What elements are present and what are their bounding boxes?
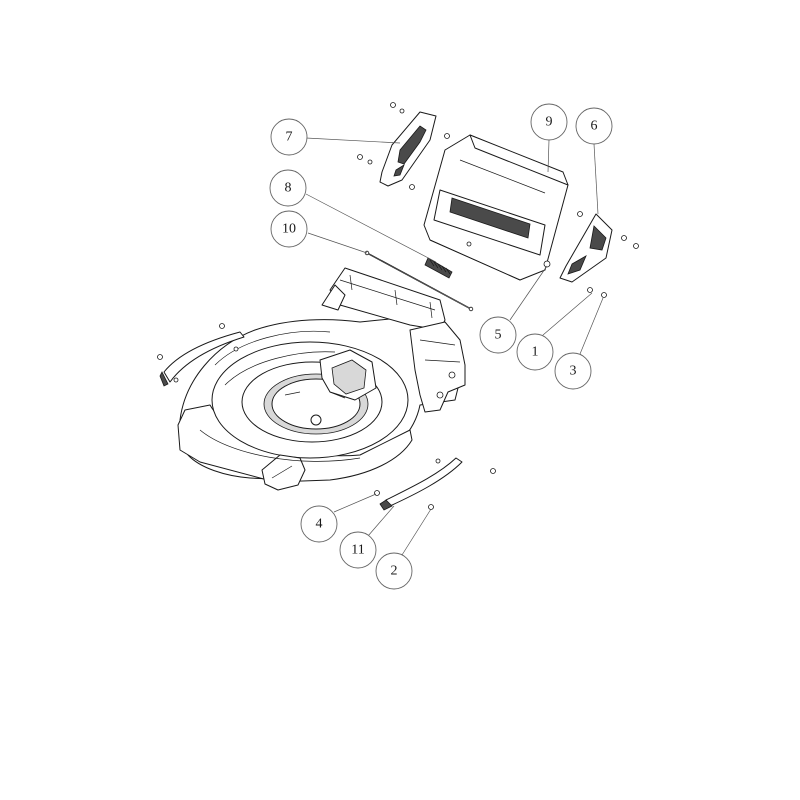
callout-3: 3	[554, 352, 592, 390]
callout-11-label: 11	[351, 543, 364, 558]
callout-6-label: 6	[591, 119, 598, 134]
callout-3-label: 3	[570, 364, 577, 379]
callout-9-label: 9	[546, 115, 553, 130]
callout-8-label: 8	[285, 181, 292, 196]
spring-and-rod	[364, 250, 474, 312]
spring	[424, 257, 453, 279]
callout-5-label: 5	[495, 328, 502, 343]
callout-2-label: 2	[391, 564, 398, 579]
callout-7: 7	[270, 118, 308, 156]
callout-4-label: 4	[316, 517, 323, 532]
callout-8: 8	[269, 169, 307, 207]
callout-5: 5	[479, 316, 517, 354]
leader-lines	[305, 137, 604, 556]
callout-7-label: 7	[286, 130, 293, 145]
right-runner	[374, 457, 496, 511]
callout-2: 2	[375, 552, 413, 590]
callout-4: 4	[300, 505, 338, 543]
callout-10: 10	[270, 210, 308, 248]
right-handle-bracket	[559, 213, 639, 283]
callout-10-label: 10	[282, 222, 296, 237]
callout-6: 6	[575, 107, 613, 145]
left-handle-bracket	[357, 102, 450, 190]
callout-9: 9	[530, 103, 568, 141]
callout-1: 1	[516, 333, 554, 371]
loose-hardware	[543, 260, 607, 298]
callout-1-label: 1	[532, 345, 539, 360]
mower-deck	[177, 267, 466, 491]
rear-guard	[423, 134, 583, 281]
left-runner	[157, 323, 245, 387]
callout-11: 11	[339, 531, 377, 569]
